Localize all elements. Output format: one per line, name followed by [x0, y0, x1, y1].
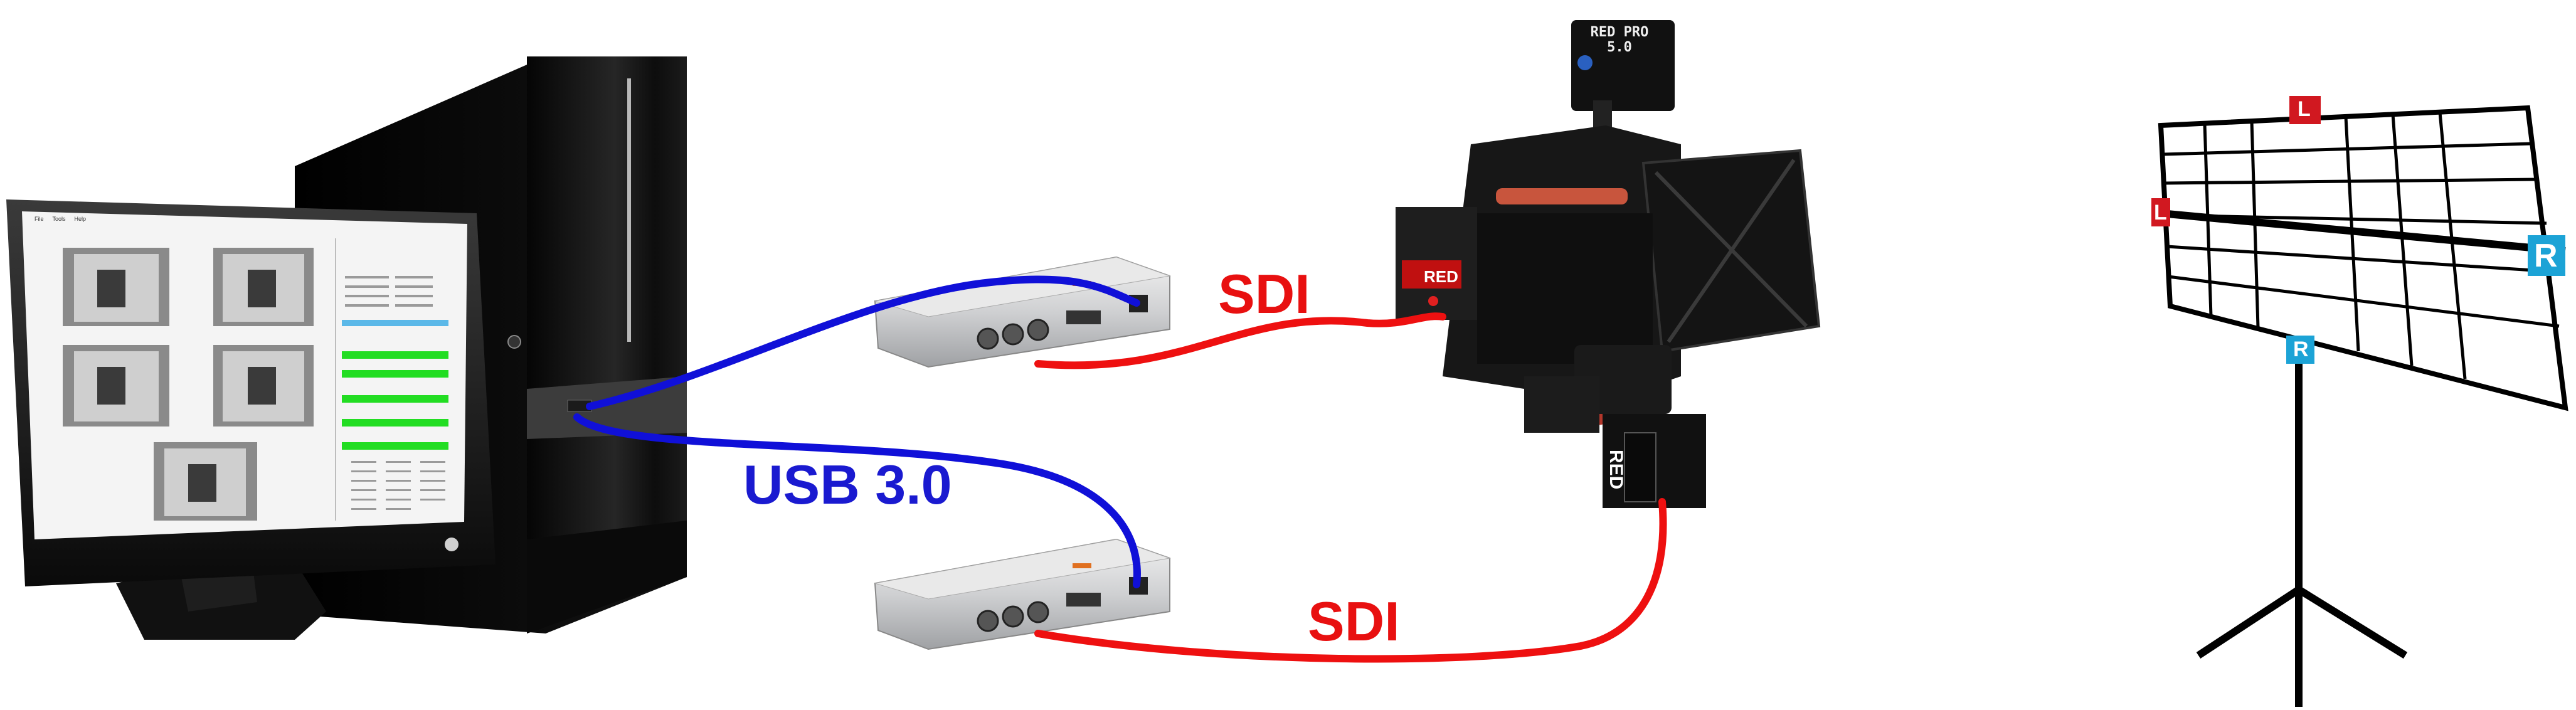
camera-logo-body: RED	[1606, 450, 1626, 490]
chart-marker-left	[2151, 198, 2170, 226]
menu-file: File	[34, 216, 44, 222]
camera-rod	[1496, 188, 1628, 204]
hdmi-port	[1066, 593, 1101, 607]
power-button	[507, 335, 521, 349]
chart-letter-right: R	[2534, 238, 2558, 274]
bnc-connector	[977, 327, 999, 350]
test-chart	[2151, 96, 2568, 707]
chart-marker-top	[2289, 96, 2321, 124]
sdi-cable-top	[1034, 312, 1446, 369]
tripod-leg	[2196, 586, 2301, 659]
tower-light-strip	[627, 78, 631, 342]
chart-center-line	[2160, 209, 2566, 255]
chart-marker-bottom	[2286, 336, 2314, 364]
video-thumbnails	[63, 248, 314, 521]
camera-display-text: RED PRO 5.0	[1590, 24, 1649, 56]
device-brand-mark	[1073, 563, 1091, 568]
usb-label: USB 3.0	[743, 453, 952, 516]
tripod-leg	[2296, 586, 2408, 659]
chart-letter-top: L	[2298, 97, 2311, 121]
red-camera-rig	[1396, 20, 1821, 508]
bnc-connector	[1002, 605, 1024, 628]
hdmi-port	[1066, 310, 1101, 324]
camera-logo-side: RED	[1424, 267, 1458, 286]
camera-monitor	[1571, 20, 1675, 111]
sdi-label-bottom: SDI	[1308, 590, 1400, 652]
monitor-menu-bar: File Tools Help	[28, 213, 461, 225]
bnc-connector	[1027, 601, 1049, 623]
usb-cable-top	[586, 275, 1140, 410]
monitor-power-icon	[445, 538, 458, 551]
bnc-connector	[1002, 323, 1024, 346]
gear-icon	[1577, 55, 1593, 70]
chart-letter-left: L	[2154, 201, 2167, 225]
bnc-connector	[977, 610, 999, 632]
chart-marker-right	[2528, 235, 2565, 276]
usb-cable-bottom	[573, 413, 1141, 588]
control-panel	[335, 238, 448, 521]
sdi-label-top: SDI	[1218, 263, 1310, 325]
capture-device-bottom	[874, 538, 1171, 650]
menu-help: Help	[74, 216, 87, 222]
menu-tools: Tools	[52, 216, 66, 222]
monitor	[6, 199, 496, 640]
bnc-connector	[1027, 319, 1049, 341]
sdi-cable-bottom	[1034, 498, 1667, 663]
capture-device-top	[874, 256, 1171, 368]
chart-letter-bottom: R	[2293, 337, 2309, 361]
